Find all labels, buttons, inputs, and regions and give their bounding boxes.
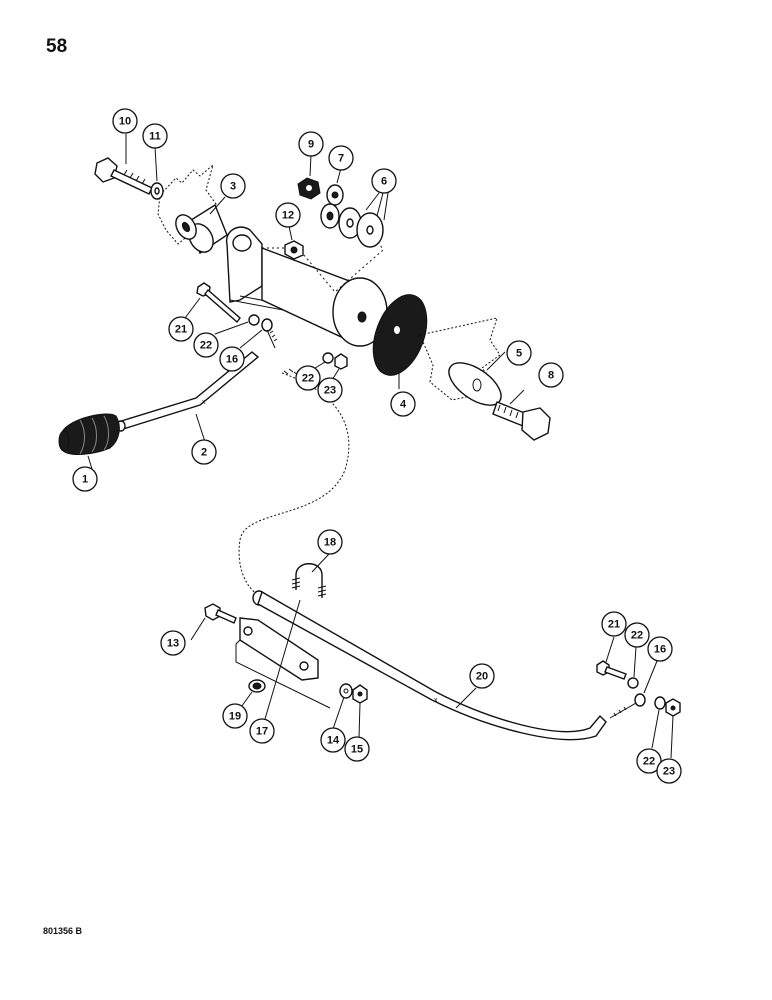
callout-13: 13 [160, 630, 186, 656]
callout-label: 17 [256, 726, 268, 738]
callout-label: 6 [381, 176, 387, 188]
spacer-3 [175, 203, 228, 255]
callout-22: 22 [295, 365, 321, 391]
callout-label: 23 [663, 766, 675, 778]
bolt-10 [94, 157, 153, 195]
callout-label: 16 [226, 354, 238, 366]
callout-label: 12 [282, 210, 294, 222]
callout-label: 3 [230, 181, 236, 193]
callout-label: 13 [167, 638, 179, 650]
washer-22-upper [248, 314, 260, 326]
callout-label: 20 [476, 671, 488, 683]
callout-17: 17 [249, 718, 275, 744]
callout-label: 15 [351, 744, 363, 756]
svg-text:x: x [434, 697, 438, 704]
nut-9 [297, 177, 321, 200]
svg-text:x: x [202, 399, 206, 406]
nut-12 [284, 240, 304, 260]
anchor-16-upper [261, 318, 278, 349]
callout-7: 7 [328, 145, 354, 171]
callout-19: 19 [222, 703, 248, 729]
callout-label: 22 [631, 630, 643, 642]
washer-22-lower [654, 696, 666, 710]
figure-code: 801356 B [43, 926, 83, 936]
callout-22: 22 [193, 332, 219, 358]
callout-21: 21 [168, 316, 194, 342]
callout-group: 1234567891011121314151617181920212223212… [72, 108, 682, 784]
callout-23: 23 [317, 377, 343, 403]
callout-22: 22 [636, 748, 662, 774]
callout-6: 6 [371, 168, 397, 194]
callout-label: 21 [175, 324, 187, 336]
callout-23: 23 [656, 758, 682, 784]
lever-bracket [225, 226, 337, 321]
callout-label: 19 [229, 711, 241, 723]
callout-10: 10 [112, 108, 138, 134]
nut-23-lower [665, 698, 681, 717]
callout-label: 22 [200, 340, 212, 352]
callout-22: 22 [624, 622, 650, 648]
friction-disc-4 [372, 294, 428, 376]
page-number: 58 [46, 36, 68, 57]
callout-label: 22 [643, 756, 655, 768]
callout-label: 23 [324, 385, 336, 397]
u-bolt-18 [291, 563, 327, 598]
callout-label: 14 [327, 735, 340, 747]
washer-22-upper-right [627, 677, 639, 689]
drum [261, 246, 388, 347]
bolt-8 [492, 401, 551, 441]
callout-label: 2 [201, 447, 207, 459]
washer-7 [326, 184, 344, 206]
callout-16: 16 [647, 636, 673, 662]
callout-label: 16 [654, 644, 666, 656]
spacer-19 [248, 679, 266, 693]
callout-label: 5 [516, 348, 522, 360]
callout-label: 7 [338, 153, 344, 165]
washers-6 [320, 203, 384, 248]
callout-label: 21 [608, 619, 620, 631]
callout-14: 14 [320, 727, 346, 753]
callout-4: 4 [390, 391, 416, 417]
callout-label: 4 [400, 399, 407, 411]
callout-2: 2 [191, 439, 217, 465]
callout-1: 1 [72, 466, 98, 492]
callout-11: 11 [142, 123, 168, 149]
callout-15: 15 [344, 736, 370, 762]
callout-label: 9 [308, 139, 314, 151]
callout-label: 10 [119, 116, 131, 128]
callout-20: 20 [469, 663, 495, 689]
callout-label: 1 [82, 474, 88, 486]
callout-21: 21 [601, 611, 627, 637]
callout-label: 22 [302, 373, 314, 385]
callout-label: 8 [548, 370, 554, 382]
rod-20: x [252, 590, 607, 741]
washer-5 [448, 362, 502, 406]
bolt-21-upper [196, 282, 241, 324]
callout-8: 8 [538, 362, 564, 388]
anchor-16-lower [609, 693, 646, 719]
leader-lines [87, 134, 674, 759]
nut-15 [352, 684, 368, 704]
mounting-plate-left-outline [157, 163, 217, 245]
callout-5: 5 [506, 340, 532, 366]
callout-label: 18 [324, 537, 336, 549]
callout-18: 18 [317, 529, 343, 555]
washer-14 [339, 683, 353, 699]
washer-11 [150, 182, 164, 200]
grip-1 [58, 413, 120, 455]
callout-3: 3 [220, 173, 246, 199]
bracket-17 [235, 617, 331, 709]
bolt-13 [204, 603, 237, 624]
callout-16: 16 [219, 346, 245, 372]
washer-22-mid [322, 352, 334, 364]
bolt-21-lower [596, 660, 627, 680]
callout-9: 9 [298, 131, 324, 157]
callout-12: 12 [275, 202, 301, 228]
nut-23-mid [334, 353, 348, 370]
callout-label: 11 [149, 131, 161, 143]
